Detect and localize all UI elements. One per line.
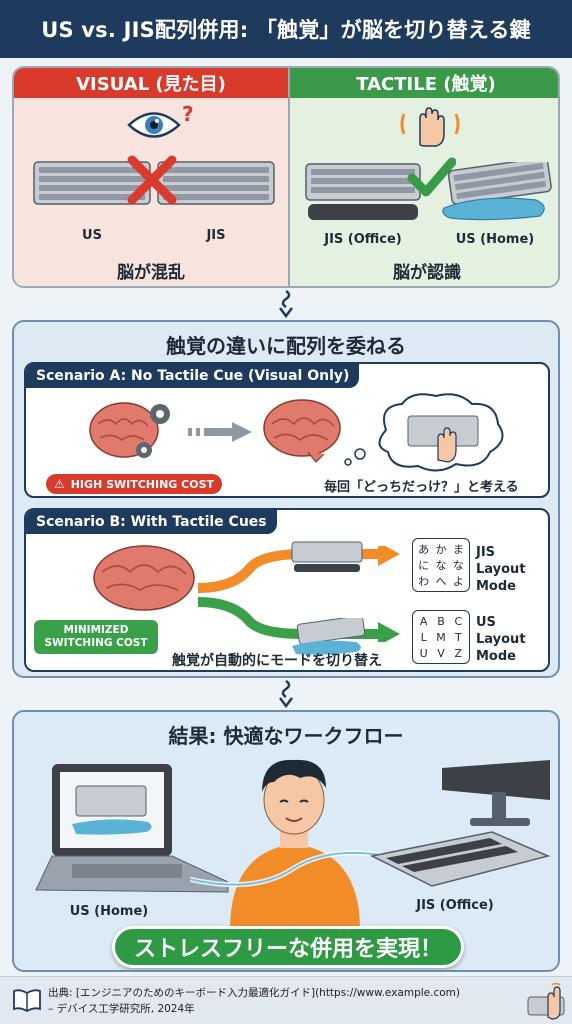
- desktop-illustration: [369, 760, 551, 887]
- scenario-b-header: Scenario B: With Tactile Cues: [26, 510, 277, 534]
- us-keyboard-with-gel-rest: [442, 162, 552, 221]
- brain-icon: [263, 399, 341, 463]
- jis-keyboard-illustration: [157, 161, 275, 205]
- us-key: U: [419, 646, 428, 660]
- us-key: T: [454, 630, 462, 644]
- result-panel: 結果: 快適なワークフロー US (Home) JIS (Office) ストレ…: [12, 710, 560, 972]
- jis-key: へ: [435, 575, 447, 588]
- jis-office-result-label: JIS (Office): [416, 898, 494, 913]
- us-key: A: [419, 614, 428, 628]
- us-keyboard-icon: [292, 618, 366, 655]
- source-citation: 出典: [エンジニアのためのキーボード入力最適化ガイド](https://www…: [48, 987, 460, 999]
- us-mode-label: US Layout Mode: [476, 615, 526, 664]
- book-icon: [13, 989, 41, 1013]
- tactile-caption: 脳が認識: [393, 263, 461, 283]
- comparison-panel: VISUAL (見た目) ? US JIS 脳が混乱: [12, 66, 560, 288]
- visual-section: VISUAL (見た目) ? US JIS 脳が混乱: [14, 68, 288, 286]
- jis-key: ま: [452, 543, 464, 556]
- scenario-b-card: Scenario B: With Tactile Cues MINIMIZED …: [24, 508, 550, 672]
- jis-key: か: [435, 543, 447, 556]
- person-illustration: [190, 759, 400, 930]
- jis-keycap-grid: あ か ま に な な わ へ よ: [412, 538, 470, 592]
- us-key: V: [437, 646, 445, 660]
- jis-office-label: JIS (Office): [324, 232, 402, 247]
- source-publisher: – デバイス工学研究所, 2024年: [48, 1003, 195, 1015]
- laptop-illustration: [35, 764, 229, 893]
- check-icon: [407, 157, 456, 197]
- cross-icon: [127, 155, 177, 205]
- thought-caption: 毎回「どっちだっけ？」と考える: [324, 480, 519, 495]
- jis-keyboard-icon: [291, 541, 363, 572]
- jis-key: わ: [418, 575, 430, 588]
- connector-arrow: [279, 680, 293, 708]
- mechanism-panel: 触覚の違いに配列を委ねる Scenario A: No Tactile Cue …: [12, 320, 560, 678]
- source-footer: 出典: [エンジニアのためのキーボード入力最適化ガイド](https://www…: [0, 976, 572, 1024]
- split-arrows: [197, 546, 400, 642]
- us-key: M: [436, 630, 446, 644]
- jis-keyboard-with-wristrest: [305, 163, 421, 220]
- visual-header: VISUAL (見た目): [14, 68, 288, 98]
- eye-icon: [127, 112, 181, 138]
- mechanism-title: 触覚の違いに配列を委ねる: [166, 334, 406, 358]
- us-key: B: [437, 614, 445, 628]
- keyboard-hand-icon: [527, 983, 565, 1020]
- scenario-a-card: Scenario A: No Tactile Cue (Visual Only)…: [24, 362, 550, 498]
- jis-key: あ: [418, 543, 430, 556]
- connector-arrow: [279, 290, 293, 318]
- transition-arrow: [188, 422, 252, 442]
- scenario-b-caption: 触覚が自動的にモードを切り替え: [172, 653, 382, 669]
- jis-key: よ: [452, 575, 464, 588]
- jis-mode-label: JIS Layout Mode: [476, 545, 526, 594]
- hand-icon: [400, 107, 460, 147]
- high-switching-cost-label: HIGH SWITCHING COST: [70, 477, 215, 491]
- thought-bubble-icon: [344, 393, 504, 472]
- high-switching-cost-badge: ⚠ HIGH SWITCHING COST: [46, 474, 222, 494]
- scenario-a-header: Scenario A: No Tactile Cue (Visual Only): [26, 364, 360, 388]
- stress-free-banner: ストレスフリーな併用を実現！: [112, 926, 464, 968]
- brain-icon-b: [93, 545, 195, 611]
- jis-key: な: [452, 559, 464, 572]
- question-mark: ?: [182, 102, 194, 126]
- jis-key: に: [418, 559, 430, 572]
- tactile-header: TACTILE (触覚): [290, 68, 558, 98]
- us-key: C: [454, 614, 463, 628]
- page-title: US vs. JIS配列併用: 「触覚」が脳を切り替える鍵: [0, 0, 572, 58]
- us-key: L: [420, 630, 427, 644]
- jis-key: な: [435, 559, 447, 572]
- tactile-section: TACTILE (触覚) JIS (Office) US (Home) 脳が認識: [288, 68, 558, 286]
- us-home-result-label: US (Home): [69, 904, 149, 919]
- brain-with-gears-icon: [89, 402, 170, 458]
- warning-icon: ⚠: [53, 477, 65, 491]
- us-keycap-grid: A B C L M T U V Z: [412, 610, 470, 664]
- us-keyboard-illustration: [33, 161, 151, 205]
- result-title: 結果: 快適なワークフロー: [168, 724, 404, 748]
- jis-label: JIS: [206, 228, 226, 243]
- us-label: US: [82, 228, 102, 243]
- us-home-label: US (Home): [455, 232, 535, 247]
- minimized-switching-cost-badge: MINIMIZED SWITCHING COST: [34, 620, 158, 654]
- us-key: Z: [454, 646, 463, 660]
- visual-caption: 脳が混乱: [117, 263, 185, 283]
